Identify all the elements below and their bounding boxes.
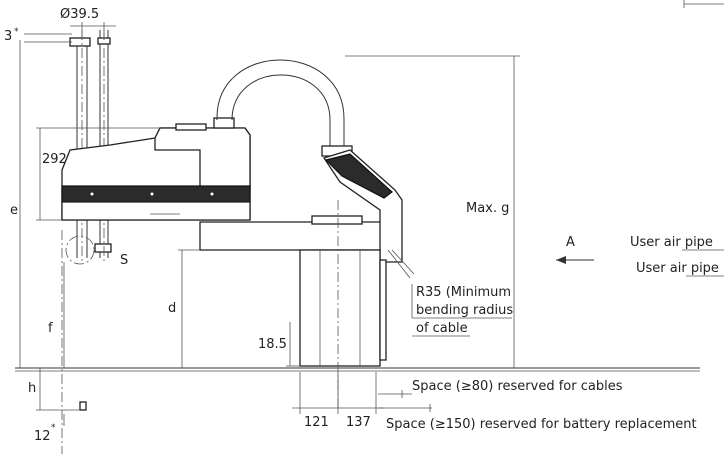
dim-18-5-label: 18.5 [258,337,287,352]
user-air-pipe-1: User air pipe [630,235,713,250]
dim-12-label: 12 [34,429,51,444]
dim-h-label: h [28,381,36,396]
r35-line-2: bending radius [416,303,513,318]
view-arrow-a: A [556,235,594,264]
top-right-fragment [683,0,724,8]
ground-line [15,367,700,372]
arm-2 [61,117,251,221]
dim-max-g: Max. g [345,55,520,368]
dim-e-label: e [10,203,18,218]
r35-line-3: of cable [416,321,468,336]
user-air-pipe-labels: User air pipe User air pipe [630,235,724,277]
dim-f-label: f [48,321,53,336]
dim-diameter: Ø39.5 [60,7,116,40]
user-air-pipe-2: User air pipe [636,261,719,276]
dim-292-label: 292 [42,152,67,167]
dim-137-label: 137 [346,415,371,430]
view-a-label: A [566,235,575,250]
dim-diameter-label: Ø39.5 [60,7,99,22]
dim-f: f [48,262,65,368]
r35-note: R35 (Minimum bending radius of cable [411,284,513,337]
dim-max-g-label: Max. g [466,201,509,216]
dim-12: 12 * [34,414,65,444]
dim-d-label: d [168,301,176,316]
dim-121-137: 121 137 [292,372,384,430]
r35-line-1: R35 (Minimum [416,285,511,300]
dim-3-label: 3 [4,29,12,44]
dim-18-5: 18.5 [258,322,300,367]
dim-h: h [28,368,80,411]
robot-base [299,200,387,410]
space-150-label: Space (≥150) reserved for battery replac… [386,417,697,432]
space-80-label: Space (≥80) reserved for cables [412,379,623,394]
dim-3: 3 * [4,27,72,44]
cable-duct [216,59,353,157]
dim-121-label: 121 [304,415,329,430]
label-s: S [120,253,128,268]
cable-connector [322,149,415,279]
arm-1 [199,215,385,251]
space-notes: Space (≥80) reserved for cables Space (≥… [378,379,697,432]
dim-12-star: * [51,423,56,433]
dim-d: d [168,249,200,368]
dim-292: 292 [36,127,160,221]
dim-e: e [10,40,21,368]
dim-3-star: * [14,27,19,37]
end-effector [61,230,95,454]
